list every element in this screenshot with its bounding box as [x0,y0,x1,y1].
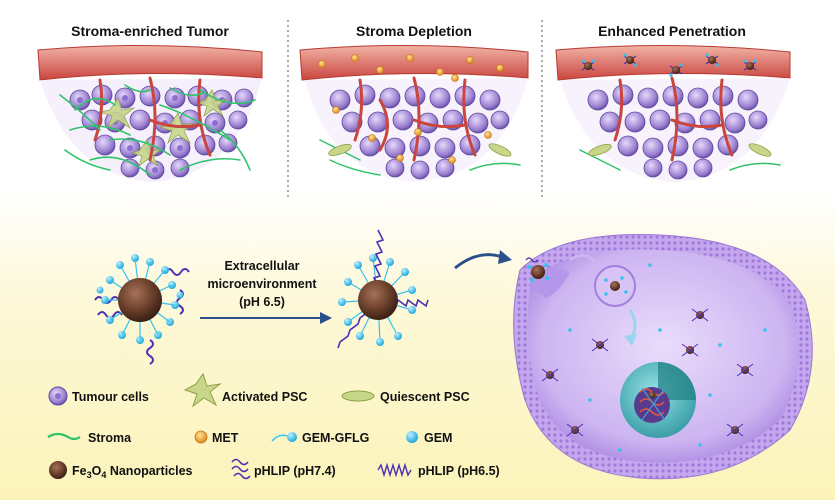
fe-mid: O [92,464,102,478]
free-gem-molecules [568,263,767,452]
nanoparticle-ph74 [94,254,190,365]
entering-nanoparticle [525,257,549,282]
phlip-coil-icon [231,458,251,480]
uptake-arrow [454,250,512,270]
legend-label-quiescent-psc: Quiescent PSC [380,390,470,404]
stroma-icon [47,432,81,441]
met-particles [318,54,504,164]
quiescent-psc-group [588,143,772,157]
stroma-fibers [59,84,256,176]
uptake-curve-arrow [569,254,597,264]
legend-phlip74: pHLIP (pH7.4) [231,458,336,480]
gem-molecules [338,254,416,346]
transformation-arrow [200,312,332,324]
legend-label-activated-psc: Activated PSC [222,390,307,404]
legend-gem: GEM [406,431,452,445]
panel-stroma-depletion [299,44,529,182]
legend-label-phlip74: pHLIP (pH7.4) [254,464,336,478]
legend-label-gem-gflg: GEM-GFLG [302,431,369,445]
nanoparticle-ph65 [337,229,429,349]
cytoplasm-nanoparticles [541,308,754,437]
panel-title-enhanced-penetration: Enhanced Penetration [598,23,746,39]
legend-gem-gflg: GEM-GFLG [271,431,369,445]
blood-vessel [37,44,263,81]
legend-label-fe3o4: Fe3O4 Nanoparticles [72,464,193,480]
legend-tumour-cells: Tumour cells [48,386,149,406]
cytoplasm [527,249,799,463]
gem-icon [406,431,418,443]
met-icon [194,430,208,444]
endosome-gem [604,276,628,296]
quiescent-psc-icon [341,390,375,402]
phlip-zigzag-icon [377,462,412,478]
process-label-line3: (pH 6.5) [239,295,285,309]
legend-label-stroma: Stroma [88,431,132,445]
legend-activated-psc: Activated PSC [183,372,307,408]
nucleus [620,362,696,438]
legend-label-gem: GEM [424,431,452,445]
legend-met: MET [194,430,239,445]
tumor-vasculature [93,76,212,162]
process-label-line2: microenvironment [207,277,317,291]
blood-vessel [299,44,529,81]
panel-title-stroma-enriched: Stroma-enriched Tumor [71,23,229,39]
legend-fe3o4: Fe3O4 Nanoparticles [49,461,193,480]
fe3o4-core [118,278,162,322]
tumour-cell-nucleus-icon [55,393,61,399]
gem-gflg-icon [287,432,297,442]
fe-prefix: Fe [72,464,87,478]
fe-sub2: 4 [101,470,106,480]
process-label-line1: Extracellular [224,259,299,273]
legend-label-met: MET [212,431,239,445]
fe3o4-nanoparticle-icon [49,461,67,479]
release-arrowhead [624,334,637,346]
panel-title-stroma-depletion: Stroma Depletion [356,23,472,39]
tumor-vasculature [353,76,477,162]
fe-suffix: Nanoparticles [106,464,192,478]
panel-stroma-enriched-tumor [37,44,263,182]
endosome-nanoparticle [610,281,620,291]
fe-sub1: 3 [87,470,92,480]
activated-psc-group [98,89,228,168]
tumour-cell-large [513,233,813,480]
tumor-vasculature [613,76,734,162]
legend-label-tumour-cells: Tumour cells [72,390,149,404]
legend-quiescent-psc: Quiescent PSC [341,390,470,404]
legend: Tumour cells Activated PSC Quiescent PSC… [47,372,500,480]
legend-phlip65: pHLIP (pH6.5) [377,462,500,478]
panel-enhanced-penetration [555,44,791,182]
nanoparticles-in-vessel [581,53,757,77]
legend-label-phlip65: pHLIP (pH6.5) [418,464,500,478]
quiescent-psc-group [328,143,512,157]
legend-stroma: Stroma [47,431,132,445]
fe3o4-core [358,280,398,320]
activated-psc-icon [183,372,222,408]
stroma-fibers [579,149,781,171]
